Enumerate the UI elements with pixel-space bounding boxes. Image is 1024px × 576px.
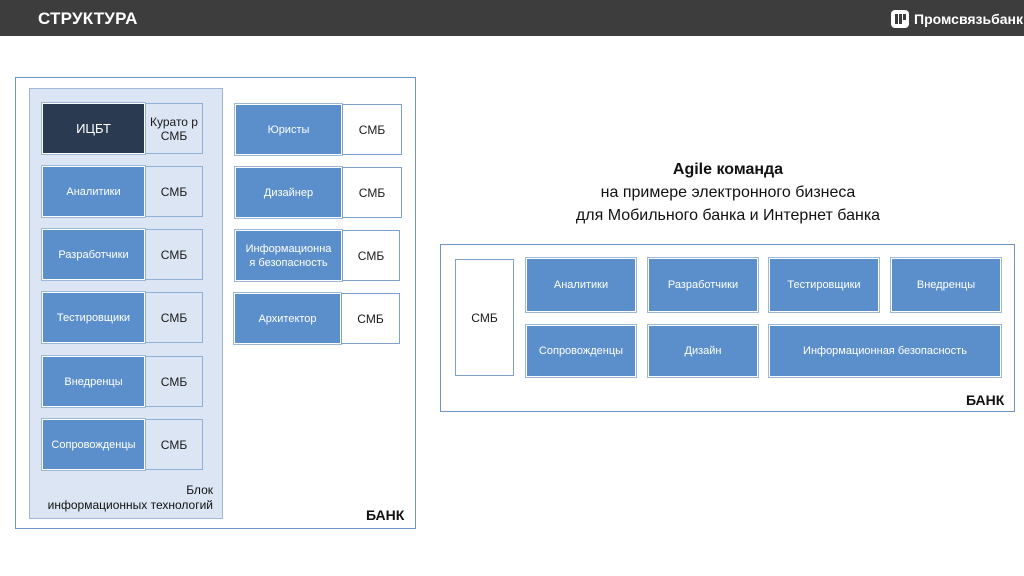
team-box-infosec: Информационная безопасность — [768, 324, 1002, 378]
team-box-developers: Разработчики — [647, 257, 759, 313]
smb-box: СМБ — [145, 229, 203, 280]
smb-box: СМБ — [342, 167, 402, 218]
smb-box: СМБ — [342, 104, 402, 155]
agile-subtitle-2: для Мобильного банка и Интернет банка — [575, 207, 881, 224]
role-box-designer: Дизайнер — [234, 166, 343, 219]
role-box-developers: Разработчики — [41, 228, 146, 281]
role-box-testers: Тестировщики — [41, 291, 146, 344]
team-box-design: Дизайн — [647, 324, 759, 378]
team-box-testers: Тестировщики — [768, 257, 880, 313]
bank-logo-text: Промсвязьбанк — [914, 11, 1023, 27]
smb-box: СМБ — [342, 230, 400, 281]
role-box-implementers: Внедренцы — [41, 355, 146, 408]
bank-logo-icon — [891, 10, 909, 28]
slide-title: СТРУКТУРА — [38, 9, 138, 28]
smb-box-agile: СМБ — [455, 259, 514, 376]
it-block-label-line1: Блок — [186, 483, 213, 497]
it-block-label-line2: информационных технологий — [47, 498, 213, 512]
left-bank-label: БАНК — [366, 507, 405, 523]
team-box-analysts: Аналитики — [525, 257, 637, 313]
team-box-implementers: Внедренцы — [890, 257, 1002, 313]
smb-box: СМБ — [145, 356, 203, 407]
smb-box: СМБ — [145, 419, 203, 470]
role-box-support: Сопровожденцы — [41, 418, 146, 471]
smb-box: СМБ — [341, 293, 400, 344]
agile-subtitle-1: на примере электронного бизнеса — [600, 184, 856, 201]
role-box-architect: Архитектор — [233, 292, 342, 345]
header-bar: СТРУКТУРА Промсвязьбанк — [0, 0, 1024, 36]
right-bank-label: БАНК — [966, 392, 1005, 408]
curator-box: Курато р СМБ — [145, 103, 203, 154]
role-box-infosec: Информационна я безопасность — [234, 229, 343, 282]
agile-title: Agile команда — [672, 161, 784, 178]
smb-box: СМБ — [145, 166, 203, 217]
role-box-icbt: ИЦБТ — [41, 102, 146, 155]
agile-heading: Agile команда на примере электронного би… — [540, 158, 916, 227]
bank-logo: Промсвязьбанк — [891, 9, 1023, 29]
it-block-label: Блок информационных технологий — [30, 483, 213, 513]
smb-box: СМБ — [145, 292, 203, 343]
team-box-support: Сопровожденцы — [525, 324, 637, 378]
role-box-analysts: Аналитики — [41, 165, 146, 218]
role-box-lawyers: Юристы — [234, 103, 343, 156]
